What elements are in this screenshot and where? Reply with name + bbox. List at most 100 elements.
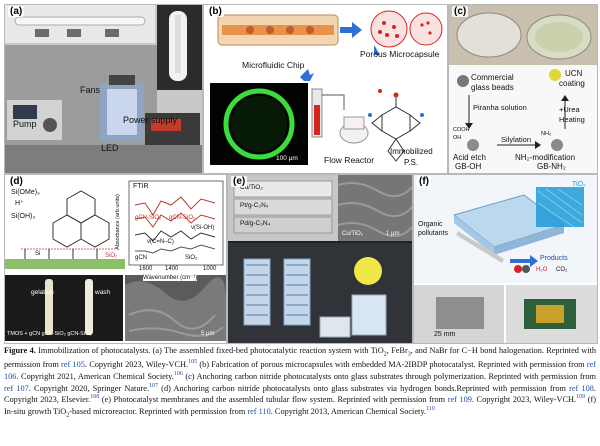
caption-reference-link[interactable]: ref 110 bbox=[247, 407, 271, 417]
label-silylation: Silylation bbox=[501, 135, 532, 144]
panel-b: (b) bbox=[203, 4, 448, 174]
caption-text: . Copyright 2021, American Chemical Soci… bbox=[16, 372, 174, 382]
caption-reference-link[interactable]: ref 106 bbox=[4, 360, 596, 382]
label-pd-gcn-membrane: Pd/g-C₃N₄ bbox=[240, 220, 271, 227]
label-pump: Pump bbox=[13, 119, 37, 129]
panel-e-photo bbox=[228, 175, 412, 343]
label-ucn: UCN bbox=[565, 69, 583, 78]
label-cooh: COOH bbox=[453, 127, 470, 133]
figure-caption: Figure 4. Immobilization of photocatalys… bbox=[4, 346, 596, 421]
caption-text: -based microreactor. Reprinted with perm… bbox=[69, 407, 248, 417]
panel-a-photo bbox=[5, 5, 202, 173]
caption-text: (c) Anchoring carbon nitride photocataly… bbox=[182, 372, 596, 382]
panel-c-label: (c) bbox=[452, 6, 469, 17]
label-si-oh: ν(Si-OH) bbox=[191, 225, 215, 231]
label-immobilized: Immobilized bbox=[390, 147, 433, 156]
label-absorbance: Absorbance (arb.units) bbox=[114, 194, 121, 250]
label-ps: P.S. bbox=[404, 158, 419, 167]
caption-reference-link[interactable]: 105 bbox=[188, 359, 198, 366]
label-fans: Fans bbox=[80, 85, 101, 95]
label-glass-beads: glass beads bbox=[471, 83, 514, 92]
label-oh: OH bbox=[453, 135, 462, 141]
label-h-plus: H⁺ bbox=[15, 200, 24, 207]
caption-reference-link[interactable]: 109 bbox=[576, 394, 586, 401]
figure-label: Figure 4. bbox=[4, 346, 36, 355]
label-pt-gcn-membrane: Pt/g-C₃N₄ bbox=[240, 202, 269, 209]
label-commercial: Commercial bbox=[471, 73, 514, 82]
caption-text: . Copyright 2020, Springer Nature. bbox=[28, 383, 150, 393]
caption-reference-link[interactable]: ref 105 bbox=[61, 360, 85, 370]
tick-1600: 1600 bbox=[139, 266, 153, 272]
caption-reference-link[interactable]: 110 bbox=[426, 406, 435, 413]
label-acid-etch: Acid etch bbox=[453, 153, 486, 162]
label-gelation: gelation bbox=[31, 289, 54, 296]
caption-text: 3 bbox=[407, 351, 411, 358]
caption-text: 2 bbox=[383, 351, 387, 358]
caption-text: 2 bbox=[66, 412, 70, 419]
label-coating: coating bbox=[559, 79, 585, 88]
panel-d-scheme bbox=[5, 180, 226, 341]
panel-c: (c) Commercial glass beads UCN coating P… bbox=[448, 4, 598, 174]
caption-body: Immobilization of photocatalysts. (a) Th… bbox=[4, 346, 596, 419]
caption-text: (e) Photocatalyst membranes and the asse… bbox=[99, 395, 448, 405]
label-peak-gcn-sio2-2: gCN-SiO₂ bbox=[169, 215, 196, 221]
label-tmos: TMOS + gCN gCN-SiO₂ gCN-SiO₂ bbox=[7, 331, 92, 337]
panel-f-label: (f) bbox=[417, 176, 431, 187]
panel-a-label: (a) bbox=[8, 6, 25, 17]
panel-d: (d) Si(OMe)₃ H bbox=[4, 174, 227, 344]
caption-text: (d) Anchoring carbon nitride photocataly… bbox=[158, 383, 570, 393]
label-scale-25mm: 25 mm bbox=[434, 331, 456, 338]
label-gb-nh2: GB-NH₂ bbox=[537, 162, 566, 171]
caption-reference-link[interactable]: ref 108 bbox=[569, 383, 594, 393]
label-porous-microcapsule: Porous Microcapsule bbox=[360, 49, 440, 59]
figure-4: (a) Fans Pump LED Power supply bbox=[4, 4, 598, 344]
caption-text: . Copyright 2023, Wiley-VCH. bbox=[84, 360, 189, 370]
caption-text: . Copyright 2013, American Chemical Soci… bbox=[270, 407, 427, 417]
caption-text: (f) In-situ growth TiO bbox=[4, 395, 596, 417]
panel-a: (a) Fans Pump LED Power supply bbox=[4, 4, 203, 174]
tick-1400: 1400 bbox=[165, 266, 179, 272]
caption-text: , and NaBr for C−H bond halogenation. Re… bbox=[4, 346, 596, 370]
caption-reference-link[interactable]: ref 107 bbox=[4, 383, 29, 393]
label-scale-1um: 1 μm bbox=[386, 231, 400, 237]
caption-text: . Copyright 2023, Wiley-VCH. bbox=[471, 395, 577, 405]
label-nh2-modification: NH₂-modification bbox=[515, 153, 576, 162]
label-microfluidic-chip: Microfluidic Chip bbox=[242, 60, 305, 70]
caption-reference-link[interactable]: 108 bbox=[90, 394, 100, 401]
label-ftir: FTIR bbox=[133, 183, 149, 190]
caption-reference-link[interactable]: ref 109 bbox=[447, 395, 472, 405]
label-h2o: H₂O bbox=[536, 267, 548, 273]
panel-c-drawing bbox=[449, 5, 597, 151]
label-wash: wash bbox=[95, 289, 111, 296]
label-co2: CO₂ bbox=[556, 267, 568, 273]
label-urea: +Urea bbox=[559, 105, 580, 114]
panel-b-drawing bbox=[210, 10, 443, 165]
label-peak-gcn-sio2-1: gCN-SiO₂ bbox=[135, 215, 162, 221]
label-si: Si bbox=[35, 251, 41, 257]
label-gcn: gCN bbox=[135, 255, 148, 261]
panel-b-label: (b) bbox=[207, 6, 224, 17]
panel-f: (f) TiO₂ Organic pollutants Products H₂O… bbox=[413, 174, 598, 344]
label-si-ome3: Si(OMe)₃ bbox=[11, 189, 40, 196]
caption-reference-link[interactable]: 106 bbox=[173, 371, 183, 378]
label-c-n-c: ν(C=N–C) bbox=[147, 239, 174, 245]
panel-e: (e) Cu/TiO₂ Pt/g-C₃N₄ Pd/g-C₃N₄ Cu/TiO₂ … bbox=[227, 174, 413, 344]
label-sio2-ref: SiO₂ bbox=[185, 255, 198, 261]
caption-text: , FeBr bbox=[386, 346, 408, 355]
label-led: LED bbox=[101, 143, 119, 153]
panel-f-drawing bbox=[414, 175, 597, 343]
caption-text: (b) Fabrication of porous microcapsules … bbox=[197, 360, 587, 370]
label-wavenumber: Wavenumber (cm⁻¹) bbox=[143, 274, 198, 281]
label-products: Products bbox=[540, 255, 568, 262]
label-pollutants: pollutants bbox=[418, 230, 448, 237]
label-tio2: TiO₂ bbox=[572, 181, 586, 188]
tick-1000: 1000 bbox=[203, 266, 217, 272]
caption-text: Immobilization of photocatalysts. (a) Th… bbox=[35, 346, 384, 355]
label-cu-tio2-sem: Cu/TiO₂ bbox=[342, 231, 364, 237]
caption-reference-link[interactable]: 107 bbox=[149, 382, 159, 389]
label-gb-oh: GB-OH bbox=[455, 162, 482, 171]
label-scale-100um: 100 μm bbox=[276, 155, 298, 162]
panel-d-label: (d) bbox=[8, 176, 25, 187]
label-si-oh3: Si(OH)₃ bbox=[11, 213, 36, 220]
